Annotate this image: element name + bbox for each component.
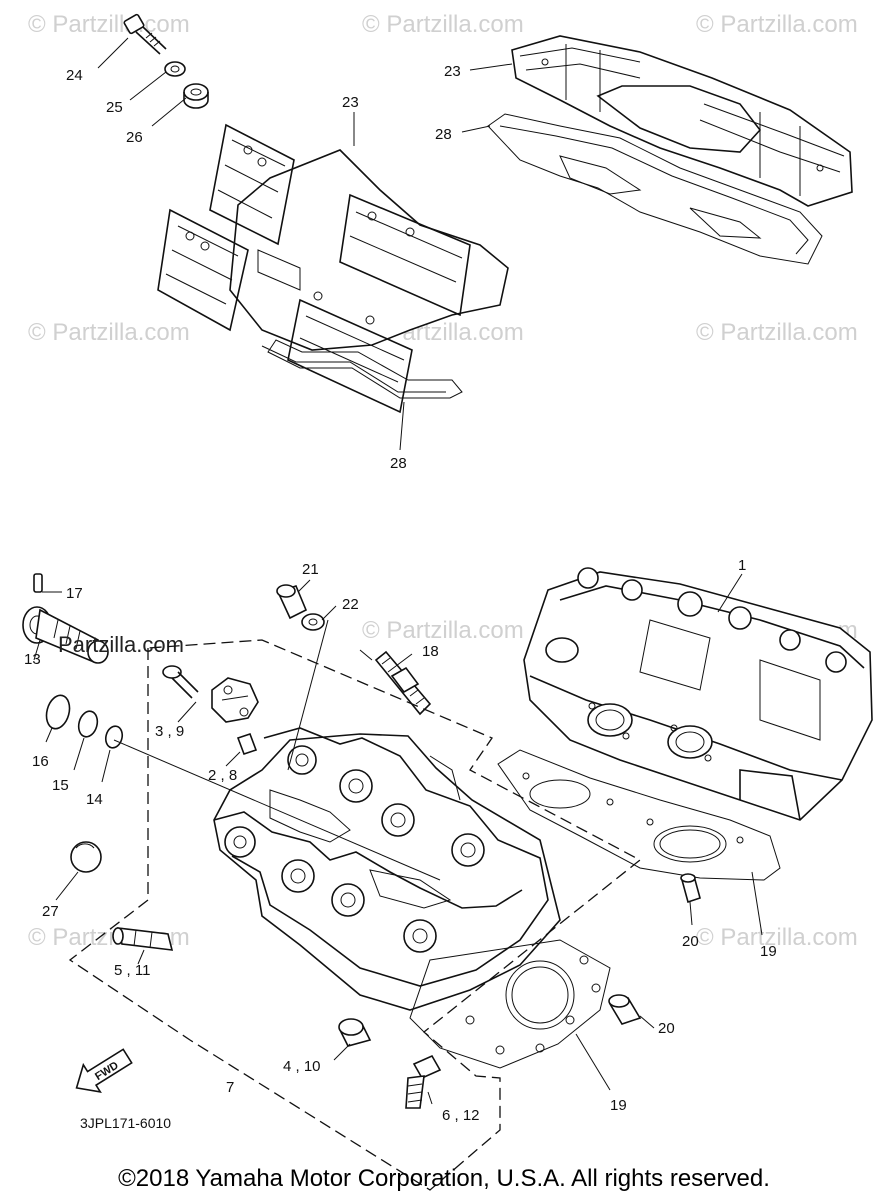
- cover-3-9: [211, 677, 259, 723]
- callout-24: 24: [66, 67, 83, 84]
- callout-27: 27: [42, 903, 59, 920]
- callout-23: 23: [342, 94, 359, 111]
- cylinder-head-gasket-front: [497, 749, 781, 881]
- callout-16: 16: [32, 753, 49, 770]
- bolt-24: [123, 13, 167, 55]
- callout-20: 20: [658, 1020, 675, 1037]
- watermark: © Partzilla.com: [696, 319, 858, 346]
- plug-4-10: [338, 1018, 372, 1047]
- grommet-26: [183, 83, 209, 109]
- valve-rocker-group: [224, 745, 485, 953]
- callout-20: 20: [682, 933, 699, 950]
- dowel-2-8: [236, 732, 258, 756]
- oil-control-bolt-13: [22, 606, 109, 664]
- callout-3-9: 3 , 9: [155, 723, 184, 740]
- stud-bolt-21: [276, 584, 308, 620]
- cylinder-head-cover-gasket-rear: [261, 339, 463, 399]
- cylinder-head-cover-gasket-front: [487, 113, 823, 265]
- cylinder-head-cover-front: [511, 35, 853, 207]
- insulator-5-11: [112, 927, 174, 951]
- watermark: © Partzilla.com: [28, 11, 190, 38]
- watermark: © Partzilla.com: [696, 11, 858, 38]
- callout-13: 13: [24, 651, 41, 668]
- stud-bolt-6-12: [405, 1054, 442, 1109]
- callouts: 24 25 26 23 23 28 28 1 17 13 21 22 18 3 …: [24, 63, 777, 1124]
- washer-25: [164, 61, 186, 77]
- cylinder-head-assy-front: [523, 567, 873, 821]
- callout-19: 19: [610, 1097, 627, 1114]
- callout-2-8: 2 , 8: [208, 767, 237, 784]
- cylinder-head-gasket-rear: [409, 939, 611, 1069]
- callout-26: 26: [126, 129, 143, 146]
- o-ring-15: [77, 710, 99, 738]
- callout-6-12: 6 , 12: [442, 1107, 480, 1124]
- dowel-20-upper: [680, 873, 701, 904]
- callout-25: 25: [106, 99, 123, 116]
- diagram-code: 3JPL171-6010: [80, 1115, 171, 1131]
- watermark: © Partzilla.com: [362, 617, 524, 644]
- watermark: © Partzilla.com: [362, 11, 524, 38]
- callout-21: 21: [302, 561, 319, 578]
- dowel-20-lower: [608, 994, 642, 1025]
- callout-22: 22: [342, 596, 359, 613]
- callout-28: 28: [435, 126, 452, 143]
- cylinder-head-cover-rear: [157, 123, 509, 414]
- leader-lines: [33, 37, 763, 1105]
- watermark: © Partzilla.com: [696, 924, 858, 951]
- callout-17: 17: [66, 585, 83, 602]
- spark-plug-18: [374, 650, 432, 716]
- callout-4-10: 4 , 10: [283, 1058, 321, 1075]
- callout-19: 19: [760, 943, 777, 960]
- cylinder-head-assy-rear: [213, 727, 561, 1011]
- callout-28: 28: [390, 455, 407, 472]
- watermark: © Partzilla.com: [28, 319, 190, 346]
- callout-5-11: 5 , 11: [114, 962, 150, 979]
- bolt-3-9: [162, 665, 199, 699]
- forward-arrow-icon: FWD: [75, 1048, 133, 1094]
- plug-27: [70, 841, 102, 873]
- pin-17: [33, 573, 43, 593]
- callout-7: 7: [226, 1079, 234, 1096]
- assembly-7-boundary: [68, 639, 642, 1191]
- copyright-notice: ©2018 Yamaha Motor Corporation, U.S.A. A…: [118, 1165, 770, 1192]
- rocker-arms-front: [577, 567, 847, 673]
- o-ring-16: [45, 694, 71, 730]
- callout-18: 18: [422, 643, 439, 660]
- callout-14: 14: [86, 791, 103, 808]
- callout-23: 23: [444, 63, 461, 80]
- washer-22: [301, 613, 325, 631]
- o-ring-14: [104, 725, 124, 749]
- partzilla-logo: Partzilla.com: [58, 632, 184, 657]
- callout-1: 1: [738, 557, 746, 574]
- callout-15: 15: [52, 777, 69, 794]
